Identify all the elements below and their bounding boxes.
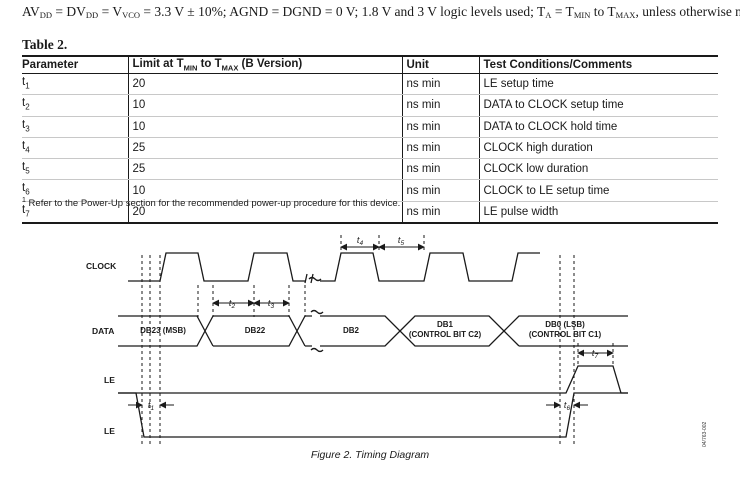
signal-label-le-2: LE bbox=[104, 426, 115, 436]
data-label-db0: DB0 (LSB) bbox=[545, 320, 585, 329]
data-label-db1-sub: (CONTROL BIT C2) bbox=[409, 330, 482, 339]
limit-cell: 10 bbox=[127, 94, 402, 117]
unit-cell: ns min bbox=[401, 201, 479, 225]
limit-cell: 20 bbox=[127, 201, 402, 225]
timing-label-t4: t4 bbox=[357, 235, 364, 247]
footnote: 1 Refer to the Power-Up section for the … bbox=[22, 197, 401, 210]
signal-label-clock: CLOCK bbox=[86, 261, 117, 271]
param-cell: t1 bbox=[22, 73, 128, 96]
header-unit: Unit bbox=[401, 55, 479, 74]
limit-cell: 10 bbox=[127, 116, 402, 138]
timing-label-t1: t1 bbox=[148, 400, 155, 412]
data-label-db2: DB2 bbox=[343, 326, 360, 335]
comment-cell: LE pulse width bbox=[478, 201, 718, 225]
operating-conditions: AVDD = DVDD = VVCO = 3.3 V ± 10%; AGND =… bbox=[22, 4, 740, 20]
data-seg-db23 bbox=[118, 315, 214, 347]
data-label-db23: DB23 (MSB) bbox=[140, 326, 186, 335]
comment-cell: DATA to CLOCK setup time bbox=[478, 94, 718, 117]
comment-cell: CLOCK low duration bbox=[478, 158, 718, 181]
data-label-db0-sub: (CONTROL BIT C1) bbox=[529, 330, 602, 339]
limit-cell: 10 bbox=[127, 179, 402, 202]
timing-spec-table: Parameter Limit at TMIN to TMAX (B Versi… bbox=[22, 55, 718, 225]
limit-cell: 25 bbox=[127, 158, 402, 181]
param-cell: t2 bbox=[22, 94, 128, 117]
unit-cell: ns min bbox=[401, 137, 479, 160]
limit-cell: 25 bbox=[127, 137, 402, 160]
comment-cell: CLOCK high duration bbox=[478, 137, 718, 160]
header-conditions: Test Conditions/Comments bbox=[478, 55, 718, 74]
signal-label-data: DATA bbox=[92, 326, 114, 336]
comment-cell: CLOCK to LE setup time bbox=[478, 179, 718, 202]
clock-wave-a bbox=[128, 252, 306, 282]
param-cell: t3 bbox=[22, 116, 128, 138]
clock-wave-b bbox=[320, 252, 540, 282]
data-label-db22: DB22 bbox=[245, 326, 266, 335]
data-seg-db2 bbox=[320, 315, 401, 347]
clock-break-mark bbox=[308, 276, 322, 282]
le-wave-2 bbox=[118, 392, 628, 438]
timing-label-t2: t2 bbox=[229, 298, 236, 310]
param-cell: t4 bbox=[22, 137, 128, 160]
param-cell: t5 bbox=[22, 158, 128, 181]
data-seg-gap bbox=[305, 315, 312, 347]
timing-label-t6: t6 bbox=[564, 400, 571, 412]
param-cell: t7 bbox=[22, 201, 128, 225]
header-limit: Limit at TMIN to TMAX (B Version) bbox=[127, 55, 402, 74]
table-header-row: Parameter Limit at TMIN to TMAX (B Versi… bbox=[22, 55, 718, 74]
limit-cell: 20 bbox=[127, 73, 402, 96]
unit-cell: ns min bbox=[401, 116, 479, 138]
header-parameter: Parameter bbox=[22, 55, 128, 74]
data-break-mark bbox=[310, 309, 324, 353]
unit-cell: ns min bbox=[401, 73, 479, 96]
timing-label-t5: t5 bbox=[398, 235, 405, 247]
signal-label-le: LE bbox=[104, 375, 115, 385]
comment-cell: LE setup time bbox=[478, 73, 718, 96]
table-title: Table 2. bbox=[22, 37, 68, 52]
figure-side-code: 04/763-002 bbox=[702, 421, 708, 447]
timing-label-t7: t7 bbox=[592, 348, 599, 360]
figure-caption: Figure 2. Timing Diagram bbox=[310, 449, 430, 461]
unit-cell: ns min bbox=[401, 179, 479, 202]
clock-break-slash bbox=[304, 273, 314, 284]
unit-cell: ns min bbox=[401, 158, 479, 181]
data-label-db1: DB1 bbox=[437, 320, 454, 329]
param-cell: t6 bbox=[22, 179, 128, 202]
unit-cell: ns min bbox=[401, 94, 479, 117]
timing-label-t3: t3 bbox=[268, 298, 275, 310]
le-wave bbox=[118, 365, 628, 394]
comment-cell: DATA to CLOCK hold time bbox=[478, 116, 718, 138]
